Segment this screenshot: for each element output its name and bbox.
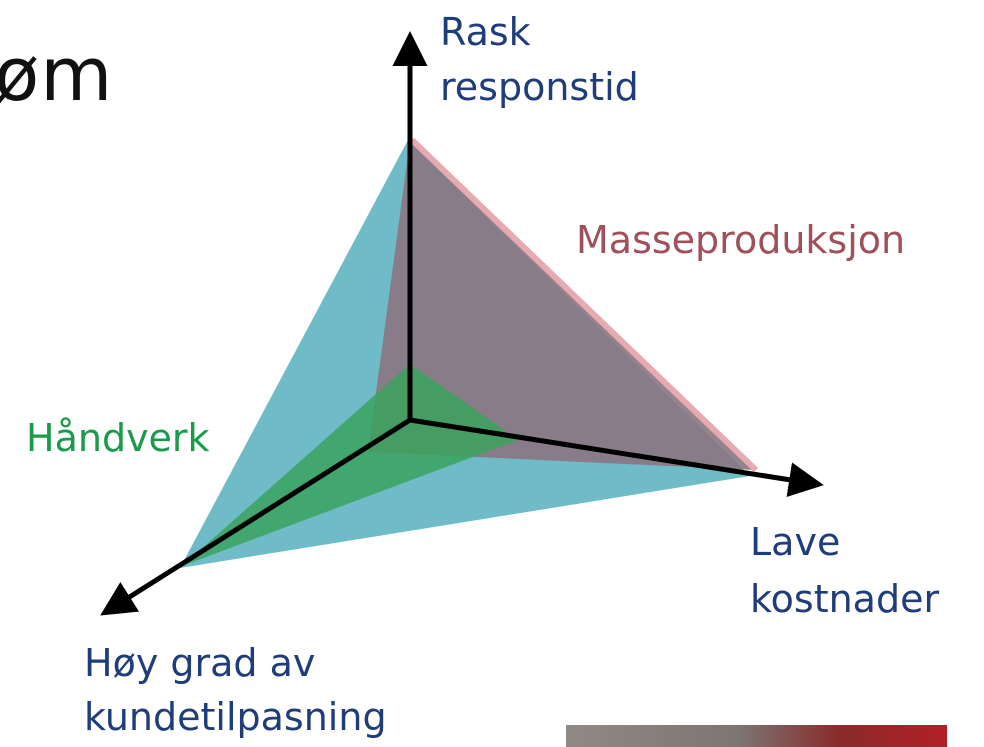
axis-label-customization-line2: kundetilpasning bbox=[84, 695, 387, 739]
axis-label-response-time-line1: Rask bbox=[440, 10, 531, 54]
axis-label-low-cost-line2: kostnader bbox=[750, 577, 939, 621]
handcraft-area bbox=[182, 364, 518, 566]
axis-label-response-time-line2: responstid bbox=[440, 65, 639, 109]
label-mass-production: Masseproduksjon bbox=[576, 218, 905, 262]
axis-label-low-cost-line1: Lave bbox=[750, 520, 840, 564]
mass-production-edge bbox=[409, 137, 759, 473]
axis-label-customization-line1: Høy grad av bbox=[84, 641, 315, 685]
slide-title-fragment: øm bbox=[0, 32, 114, 118]
photo-thumbnail bbox=[566, 725, 947, 747]
mass-production-area bbox=[368, 140, 755, 470]
label-handcraft: Håndverk bbox=[26, 416, 210, 460]
axis-customization bbox=[100, 417, 412, 616]
axis-low-cost bbox=[409, 417, 824, 498]
